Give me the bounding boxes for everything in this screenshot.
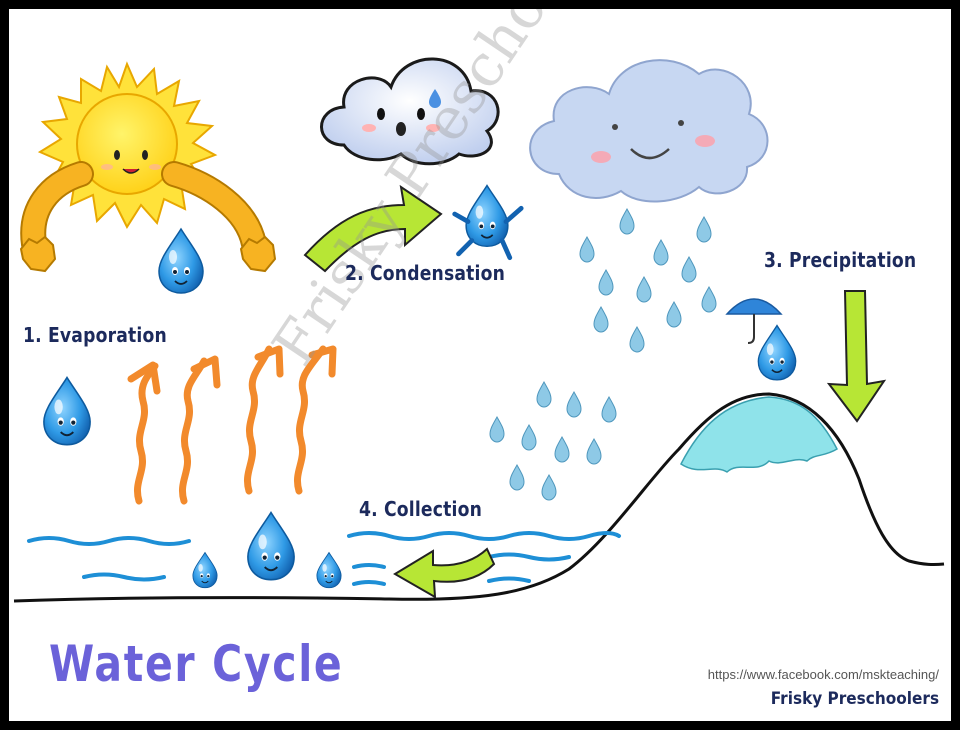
rain-icon [489, 208, 717, 501]
water-drop-icon [757, 324, 797, 381]
brand-credit: Frisky Preschoolers [770, 689, 939, 709]
wave-icon [27, 531, 621, 586]
diagram-art [13, 57, 945, 603]
water-cycle-diagram: Frisky Preschoolers 1. Evaporation 2. Co… [9, 9, 951, 721]
snowcap-icon [680, 396, 838, 473]
water-drop-icon [192, 552, 218, 589]
water-drop-icon [42, 376, 92, 446]
raincloud-icon [529, 59, 769, 203]
ground-line [13, 392, 945, 603]
cloud-icon [320, 57, 500, 166]
water-drop-icon [316, 552, 342, 589]
page-title: Water Cycle [49, 635, 344, 693]
stage-label-evaporation: 1. Evaporation [23, 323, 167, 347]
arrow-icon [826, 290, 887, 423]
stage-label-precipitation: 3. Precipitation [764, 248, 917, 272]
arrow-icon [393, 547, 496, 599]
sun-icon [19, 61, 277, 273]
stage-label-condensation: 2. Condensation [345, 261, 506, 285]
umbrella-icon [725, 298, 783, 344]
water-drop-icon [246, 511, 296, 581]
water-drop-icon [452, 184, 524, 261]
water-drop-icon [158, 228, 204, 294]
arrow-icon [303, 184, 443, 273]
arrow-icon [127, 345, 337, 505]
stage-label-collection: 4. Collection [359, 497, 483, 521]
source-url: https://www.facebook.com/mskteaching/ [707, 667, 939, 682]
